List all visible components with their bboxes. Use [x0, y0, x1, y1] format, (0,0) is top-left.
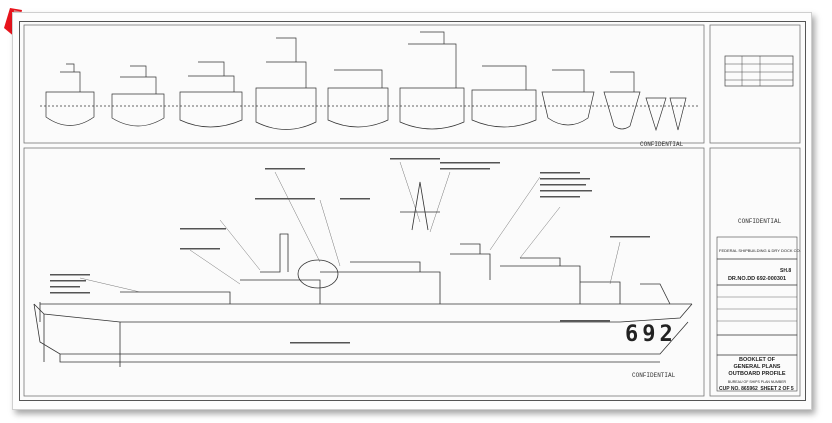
sheet-label: SH.8 — [780, 268, 792, 274]
confidential-label-right: CONFIDENTIAL — [738, 218, 782, 225]
blueprint-sheet: 692 CONFIDENTIAL CONFIDENTIAL CONFIDENTI… — [19, 21, 806, 401]
body-plan-section — [23, 24, 705, 144]
blueprint-drawing — [23, 24, 801, 397]
title-block-area — [709, 147, 801, 397]
bureau-label: BUREAU OF SHIPS PLAN NUMBER — [727, 380, 787, 384]
annotation-text-lines — [50, 158, 650, 344]
booklet-line-1: BOOKLET OF — [738, 357, 776, 363]
outboard-profile-section — [23, 147, 705, 397]
sheet-of: SHEET 2 OF 5 — [760, 386, 794, 392]
hull-number: 692 — [625, 322, 677, 347]
blueprint-frame: 692 CONFIDENTIAL CONFIDENTIAL CONFIDENTI… — [12, 12, 812, 410]
drawing-number: DR.NO.DD 692-000301 — [727, 276, 787, 282]
booklet-line-3: OUTBOARD PROFILE — [728, 371, 786, 377]
annotation-leaders — [79, 161, 621, 293]
revision-table-area — [709, 24, 801, 144]
ship-profile — [33, 181, 693, 367]
confidential-label-top: CONFIDENTIAL — [640, 141, 684, 148]
cup-number: CUP NO. 865962 — [719, 386, 758, 392]
shipbuilder-label: FEDERAL SHIPBUILDING & DRY DOCK CO. — [719, 248, 801, 253]
confidential-label-bottom: CONFIDENTIAL — [632, 372, 676, 379]
booklet-line-2: GENERAL PLANS — [733, 364, 781, 370]
cross-sections — [40, 31, 700, 132]
